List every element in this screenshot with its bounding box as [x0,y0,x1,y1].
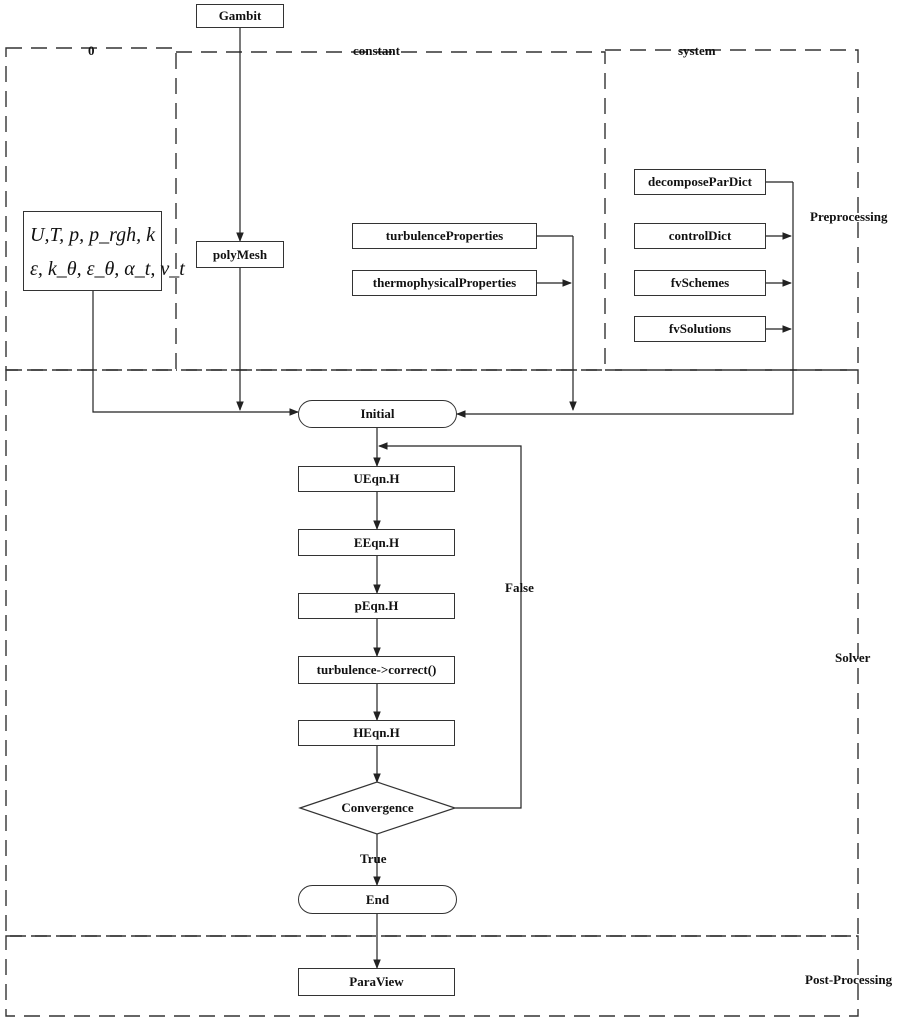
edge-label-false: False [505,580,534,595]
region-post-processing-boundary [5,935,859,1017]
heqn-box: HEqn.H [298,720,455,746]
end-node: End [298,885,457,914]
turbulence-properties-box: turbulenceProperties [352,223,537,249]
edge-variables-initial [92,291,299,416]
region-label-post-processing: Post-Processing [805,972,893,987]
paraview-box: ParaView [298,968,455,996]
gambit-box: Gambit [196,4,284,28]
region-label-system: system [678,43,716,58]
turbulence-correct-box: turbulence->correct() [298,656,455,684]
region-label-0: 0 [88,43,95,58]
decompose-par-dict-box: decomposeParDict [634,169,766,195]
convergence-label: Convergence [341,800,414,815]
region-0-boundary [5,47,177,371]
polymesh-box: polyMesh [196,241,284,268]
fv-solutions-box: fvSolutions [634,316,766,342]
region-label-constant: constant [353,43,400,58]
edge-convergence-false-loop [378,442,522,809]
edge-label-true: True [360,851,387,866]
control-dict-box: controlDict [634,223,766,249]
peqn-box: pEqn.H [298,593,455,619]
region-boundaries [5,47,859,1017]
initial-node: Initial [298,400,457,428]
region-system-boundary [605,49,859,371]
variables-line-2: ε, k_θ, ε_θ, α_t, ν_t [30,258,185,280]
thermophysical-properties-box: thermophysicalProperties [352,270,537,296]
fv-schemes-box: fvSchemes [634,270,766,296]
field-variables-box: U,T, p, p_rgh, k ε, k_θ, ε_θ, α_t, ν_t [23,211,185,291]
region-solver-boundary [5,369,859,937]
edge-system-dicts-initial [456,182,794,418]
eeqn-box: EEqn.H [298,529,455,556]
region-label-preprocessing: Preprocessing [810,209,888,224]
ueqn-box: UEqn.H [298,466,455,492]
convergence-diamond [298,781,457,835]
variables-line-1: U,T, p, p_rgh, k [30,224,155,246]
region-label-solver: Solver [835,650,871,665]
